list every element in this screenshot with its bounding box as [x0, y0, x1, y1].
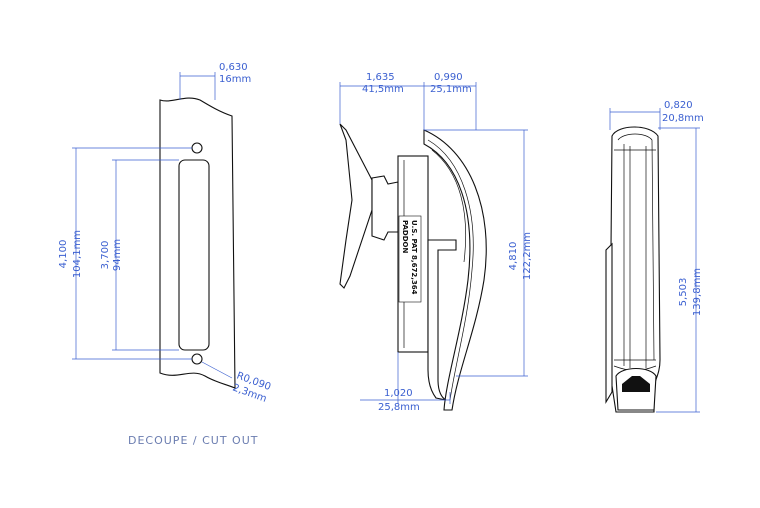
cutout-height-in: 4,100 — [58, 240, 69, 269]
side-lever — [423, 129, 487, 411]
cutout-slot — [178, 159, 210, 351]
cutout-height-mm: 104,1mm — [72, 230, 83, 278]
patent-stamp: U.S. PAT 8,672,364 PADDON — [398, 215, 422, 303]
slot-height-in: 3,700 — [100, 241, 111, 270]
cutout-hole-top — [191, 142, 203, 154]
side-bottom-mm: 25,8mm — [378, 402, 420, 413]
side-depth-mm: 25,1mm — [430, 84, 472, 95]
side-base-flange — [339, 123, 373, 289]
side-base-mm: 41,5mm — [362, 84, 404, 95]
side-base-in: 1,635 — [366, 72, 395, 83]
side-height-in: 4,810 — [508, 242, 519, 271]
front-width-in: 0,820 — [664, 100, 693, 111]
cutout-view: 0,630 16mm 4,100 104,1mm 3,700 94mm R0,0… — [58, 62, 272, 447]
cutout-hole-bottom — [191, 353, 203, 365]
front-lever — [605, 242, 613, 404]
cutout-width-mm: 16mm — [219, 74, 251, 85]
cutout-width-in: 0,630 — [219, 62, 248, 73]
side-height-mm: 122,2mm — [522, 232, 533, 280]
front-view: 0,820 20,8mm 5,503 139,8mm — [605, 100, 704, 413]
stamp-line2: PADDON — [401, 220, 409, 253]
side-base-neck — [371, 175, 399, 241]
caption-cutout: DECOUPE / CUT OUT — [128, 434, 258, 447]
side-depth-in: 0,990 — [434, 72, 463, 83]
slot-height-mm: 94mm — [112, 239, 123, 271]
side-view: U.S. PAT 8,672,364 PADDON 1,635 41,5mm 0… — [339, 72, 533, 413]
front-height-mm: 139,8mm — [692, 268, 703, 316]
front-width-mm: 20,8mm — [662, 113, 704, 124]
side-bottom-in: 1,020 — [384, 388, 413, 399]
front-height-in: 5,503 — [678, 278, 689, 307]
stamp-line1: U.S. PAT 8,672,364 — [410, 220, 418, 295]
